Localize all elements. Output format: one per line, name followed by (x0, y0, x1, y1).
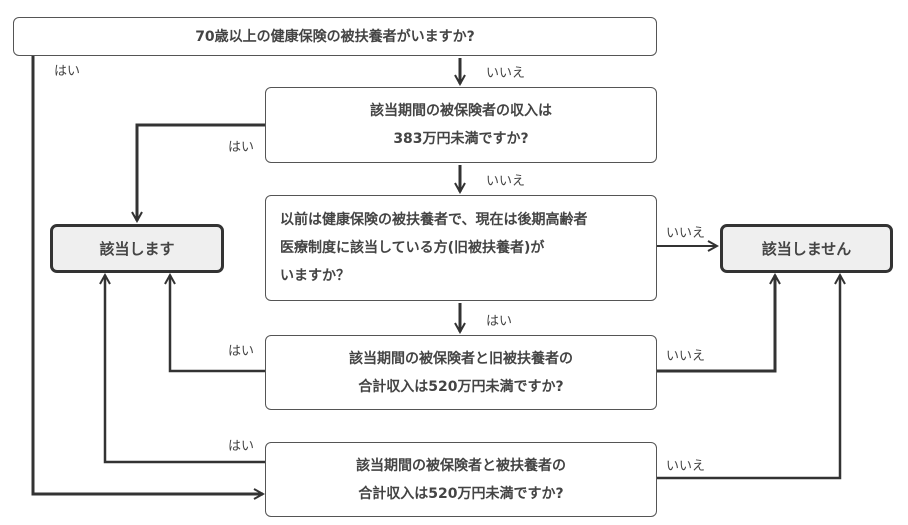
question-box-4: 該当期間の被保険者と旧被扶養者の 合計収入は520万円未満ですか? (265, 335, 657, 410)
question-3-line-2: 医療制度に該当している方(旧被扶養者)が (280, 240, 545, 256)
q4-no-label: いいえ (666, 349, 706, 364)
q1-no-label: いいえ (486, 66, 526, 81)
q2-yes-label: はい (228, 140, 255, 155)
q1-yes-label: はい (54, 64, 81, 79)
q4-yes-connector (170, 275, 265, 373)
q5-no-connector (656, 275, 840, 480)
q3-no-label: いいえ (666, 226, 706, 241)
question-2-line-2: 383万円未満ですか? (393, 131, 529, 147)
question-3-line-1: 以前は健康保険の被扶養者で、現在は後期高齢者 (280, 212, 588, 228)
question-box-5: 該当期間の被保険者と被扶養者の 合計収入は520万円未満ですか? (265, 442, 657, 517)
result-not-applies-text: 該当しません (761, 239, 852, 258)
result-not-applies: 該当しません (720, 224, 893, 273)
q2-yes-connector (137, 123, 265, 221)
question-5-line-2: 合計収入は520万円未満ですか? (358, 485, 564, 502)
q4-yes-label: はい (228, 344, 255, 359)
q1-yes-connector (31, 55, 263, 494)
result-applies: 該当します (50, 224, 224, 273)
q4-no-connector (656, 275, 775, 373)
question-4-line-1: 該当期間の被保険者と旧被扶養者の (349, 350, 573, 367)
question-1-text: 70歳以上の健康保険の被扶養者がいますか? (195, 28, 475, 45)
question-box-3: 以前は健康保険の被扶養者で、現在は後期高齢者 医療制度に該当している方(旧被扶養… (265, 195, 657, 301)
question-4-line-2: 合計収入は520万円未満ですか? (358, 378, 564, 395)
q5-no-label: いいえ (666, 459, 706, 474)
q5-yes-connector (105, 275, 265, 464)
question-5-line-1: 該当期間の被保険者と被扶養者の (356, 457, 566, 474)
q5-yes-label: はい (228, 439, 255, 454)
question-box-2: 該当期間の被保険者の収入は 383万円未満ですか? (265, 87, 657, 163)
question-box-1: 70歳以上の健康保険の被扶養者がいますか? (13, 17, 657, 56)
question-3-line-3: いますか？ (280, 268, 350, 284)
q2-no-label: いいえ (486, 174, 526, 189)
result-applies-text: 該当します (99, 239, 175, 258)
q3-yes-label: はい (486, 314, 513, 329)
question-2-line-1: 該当期間の被保険者の収入は (370, 103, 552, 119)
